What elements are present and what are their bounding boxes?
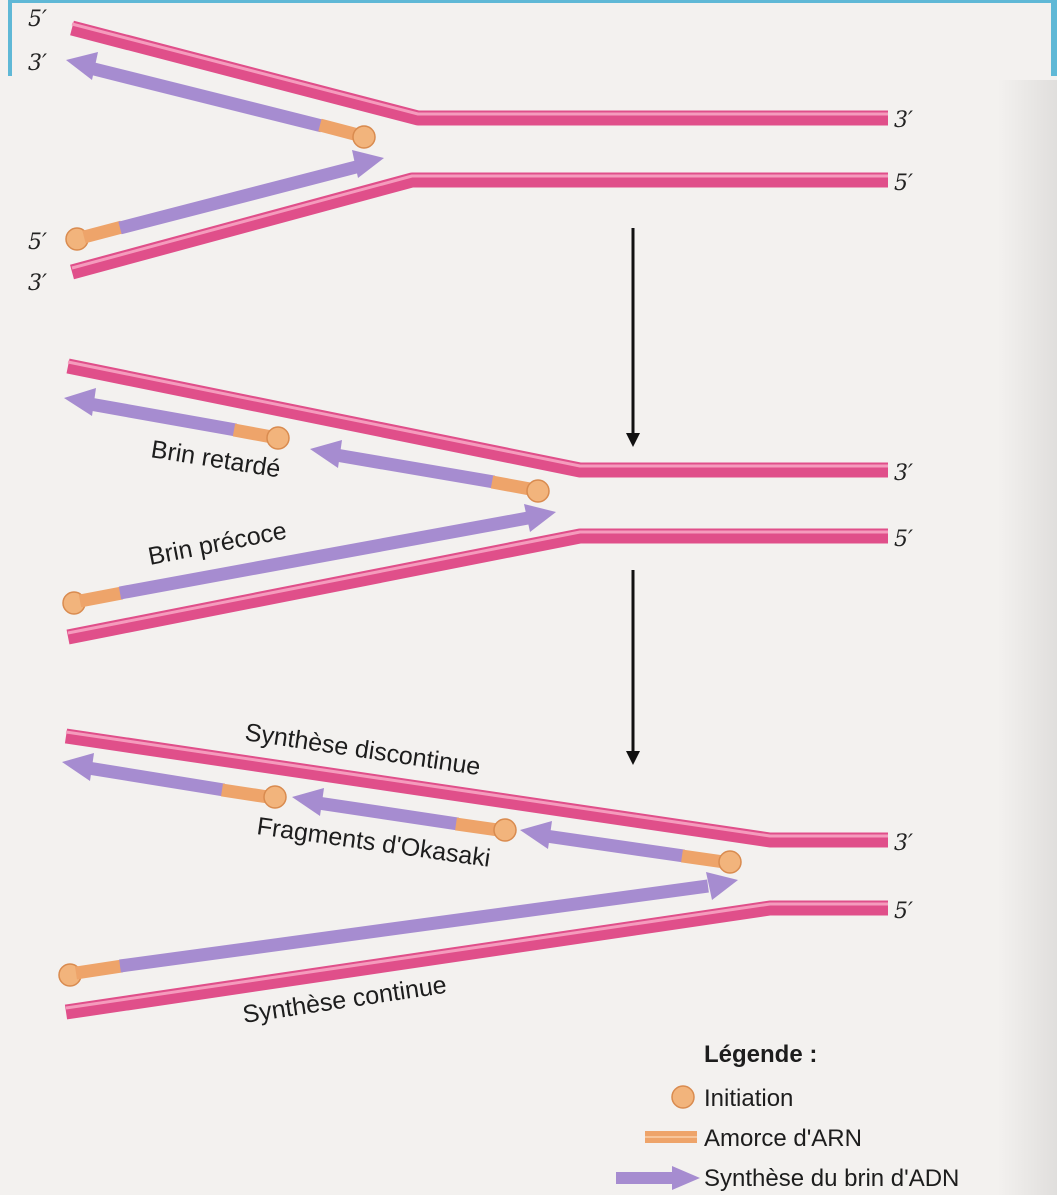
initiation-dot-icon <box>672 1086 694 1108</box>
legend-item-rna-primer: Amorce d'ARN <box>645 1125 862 1152</box>
rna-primer <box>84 227 122 237</box>
synthesis-arrowhead <box>520 821 552 849</box>
synthesis-arrowhead <box>66 52 98 80</box>
rna-primer <box>76 966 122 973</box>
initiation-dot <box>494 819 516 841</box>
legend-item-dna-synthesis: Synthèse du brin d'ADN <box>616 1165 959 1192</box>
initiation-dot <box>267 427 289 449</box>
end-label-5prime: 5′ <box>894 527 913 552</box>
end-label-5prime: 5′ <box>28 7 47 32</box>
stage-3-replication-fork: Synthèse discontinue Fragments d'Okasaki… <box>59 718 913 1029</box>
parent-strand-top <box>72 28 888 118</box>
end-label-3prime: 3′ <box>28 51 47 76</box>
rna-primer <box>222 790 268 797</box>
synthesis-arrowhead <box>62 753 94 781</box>
parent-strand-bottom <box>72 180 888 272</box>
synthesis-arrowhead <box>292 788 324 816</box>
legend-title: Légende : <box>704 1041 817 1068</box>
end-label-3prime: 3′ <box>894 831 913 856</box>
initiation-dot <box>353 126 375 148</box>
end-label-5prime: 5′ <box>894 171 913 196</box>
rna-primer <box>456 824 498 830</box>
synthesis-arrowhead <box>706 872 738 900</box>
synthesis-arrowhead <box>310 440 342 468</box>
initiation-dot <box>264 786 286 808</box>
legend-label: Synthèse du brin d'ADN <box>704 1165 959 1192</box>
end-label-3prime: 3′ <box>894 108 913 133</box>
synthesis-arrowhead <box>524 504 556 532</box>
stage-1-replication-fork: 5′ 3′ 5′ 3′ 3′ 5′ <box>28 7 913 296</box>
rna-primer <box>234 430 272 437</box>
end-label-3prime: 3′ <box>28 271 47 296</box>
legend: Légende : Initiation Amorce d'ARN Synthè… <box>616 1041 959 1192</box>
rna-primer <box>80 593 122 601</box>
rna-primer <box>492 482 530 489</box>
synthesis-arrowhead <box>64 388 96 416</box>
rna-primer <box>320 125 358 135</box>
parent-strand-bottom-highlight <box>72 176 888 268</box>
legend-label: Initiation <box>704 1085 793 1112</box>
initiation-dot <box>527 480 549 502</box>
legend-label: Amorce d'ARN <box>704 1125 862 1152</box>
stage-2-replication-fork: Brin retardé Brin précoce 3′ 5′ <box>63 362 913 637</box>
legend-item-initiation: Initiation <box>672 1085 793 1112</box>
end-label-5prime: 5′ <box>28 230 47 255</box>
synthesis-arrowhead <box>352 150 384 178</box>
initiation-dot <box>719 851 741 873</box>
dna-synthesis-arrowhead-icon <box>672 1166 700 1190</box>
dna-synthesis-arrow-icon <box>616 1172 676 1184</box>
end-label-3prime: 3′ <box>894 461 913 486</box>
rna-primer <box>682 856 724 862</box>
end-label-5prime: 5′ <box>894 899 913 924</box>
lagging-strand-label: Brin retardé <box>149 435 282 483</box>
